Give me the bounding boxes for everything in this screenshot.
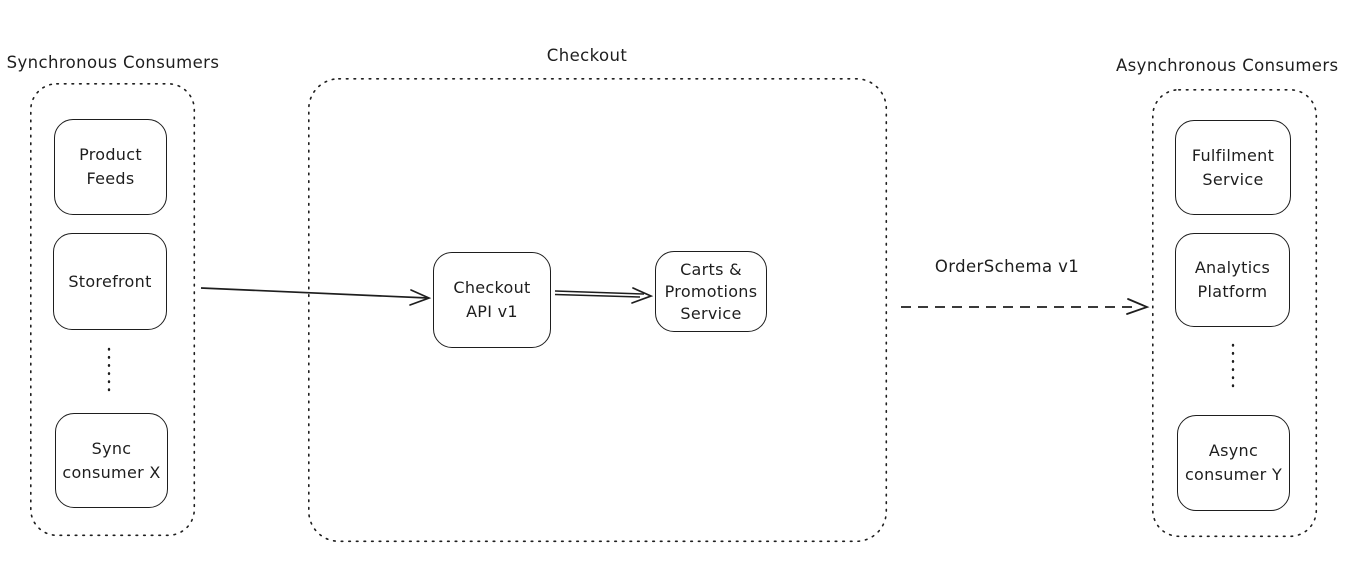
group-label-synchronous-consumers: Synchronous Consumers — [6, 53, 220, 72]
group-label-checkout: Checkout — [546, 46, 628, 65]
node-carts-promotions-service: Carts & Promotions Service — [655, 251, 767, 332]
node-label-line: Promotions — [664, 281, 758, 301]
arrow-checkout-api-to-carts — [554, 290, 645, 295]
arrow-checkout-api-to-carts-stroke2 — [554, 293, 641, 298]
node-label-line: Analytics — [1194, 258, 1271, 277]
arrowhead-checkout-api-to-carts — [631, 287, 654, 304]
node-fulfilment-service: Fulfilment Service — [1175, 120, 1291, 215]
checkout-container — [307, 78, 888, 543]
node-label-line: API v1 — [466, 302, 518, 321]
node-checkout-api-v1: Checkout API v1 — [433, 252, 551, 348]
node-label-line: Feeds — [86, 169, 135, 188]
node-label-line: consumer Y — [1184, 465, 1283, 484]
synchronous-consumers-container — [29, 83, 196, 537]
node-sync-consumer-x: Sync consumer X — [55, 413, 168, 508]
edge-label-orderschema-v1: OrderSchema v1 — [934, 257, 1080, 276]
node-product-feeds: Product Feeds — [54, 119, 167, 215]
group-label-asynchronous-consumers: Asynchronous Consumers — [1116, 56, 1339, 75]
node-label-line: Carts & — [680, 259, 742, 279]
asynchronous-consumers-container — [1152, 89, 1318, 538]
node-label-line: Storefront — [68, 271, 152, 291]
node-label-line: Fulfilment — [1191, 145, 1275, 165]
node-label-line: Service — [1202, 169, 1264, 189]
node-label-line: Service — [680, 303, 742, 323]
node-async-consumer-y: Async consumer Y — [1177, 415, 1290, 511]
node-label-line: Checkout — [453, 278, 531, 297]
node-label-line: consumer X — [62, 462, 161, 482]
node-label-line: Async — [1208, 441, 1259, 460]
node-label-line: Platform — [1197, 282, 1268, 301]
node-label-line: Sync — [91, 438, 132, 458]
arrowhead-orderschema — [1126, 298, 1150, 315]
arrowhead-storefront-to-checkout-api — [409, 289, 432, 306]
node-label-line: Product — [79, 145, 142, 164]
arrow-storefront-to-checkout-api — [200, 287, 429, 299]
node-analytics-platform: Analytics Platform — [1175, 233, 1290, 327]
node-storefront: Storefront — [53, 233, 167, 330]
